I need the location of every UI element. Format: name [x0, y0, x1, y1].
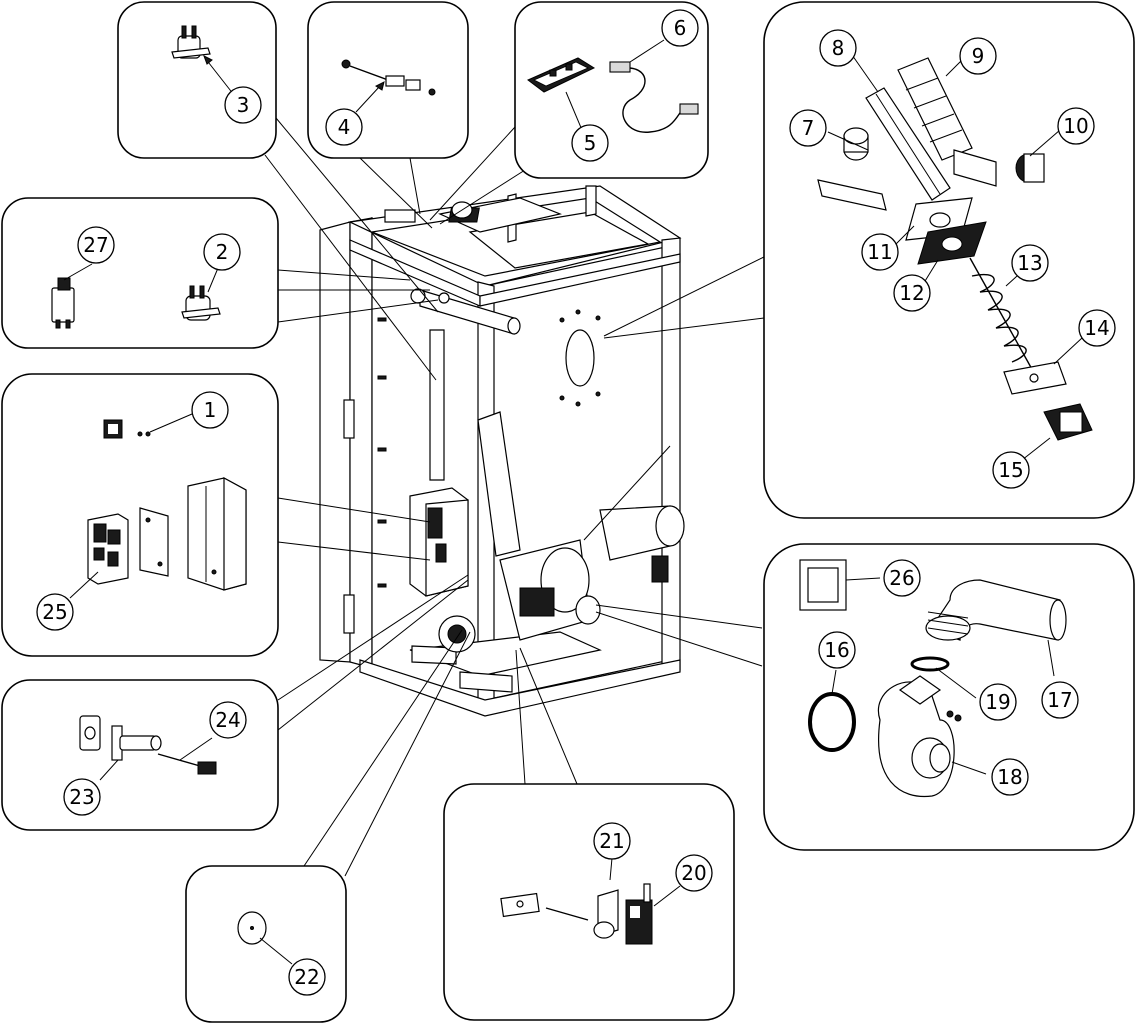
- cover-box-icon: [187, 476, 247, 591]
- svg-text:25: 25: [42, 600, 67, 624]
- svg-text:14: 14: [1084, 316, 1109, 340]
- svg-text:7: 7: [802, 116, 815, 140]
- callout-27: 27: [77, 226, 115, 264]
- svg-text:15: 15: [998, 458, 1023, 482]
- callout-6: 6: [661, 9, 699, 47]
- svg-text:2: 2: [216, 240, 229, 264]
- circuit-board-icon: [87, 513, 129, 585]
- control-display-icon: [527, 57, 596, 93]
- blower-icon: [877, 675, 962, 798]
- svg-text:20: 20: [681, 861, 706, 885]
- svg-text:3: 3: [237, 93, 250, 117]
- callout-15: 15: [992, 451, 1030, 489]
- svg-text:22: 22: [294, 965, 319, 989]
- sensor-probe-icon: [341, 59, 436, 96]
- gasket-icon: [79, 715, 101, 751]
- callout-16: 16: [818, 631, 856, 669]
- callout-11: 11: [861, 233, 899, 271]
- callout-2: 2: [203, 233, 241, 271]
- callout-23: 23: [63, 778, 101, 816]
- svg-text:6: 6: [674, 16, 687, 40]
- svg-text:27: 27: [83, 233, 108, 257]
- callout-14: 14: [1078, 309, 1116, 347]
- bracket-left-icon: [817, 149, 997, 211]
- igniter-tube-icon: [111, 725, 162, 761]
- callout-8: 8: [819, 29, 857, 67]
- gear-motor-icon: [1043, 403, 1093, 441]
- callout-9: 9: [959, 37, 997, 75]
- auger-screw-icon: [969, 257, 1039, 381]
- detail-panel-7-15: [763, 1, 1135, 519]
- svg-text:4: 4: [338, 115, 351, 139]
- svg-text:9: 9: [972, 44, 985, 68]
- bracket-icon: [593, 889, 619, 939]
- svg-text:11: 11: [867, 240, 892, 264]
- svg-text:26: 26: [889, 566, 914, 590]
- bushing-icon: [843, 127, 869, 161]
- svg-text:10: 10: [1063, 114, 1088, 138]
- leader-lines: [264, 117, 765, 877]
- callout-24: 24: [209, 701, 247, 739]
- mount-plate-14-icon: [1003, 361, 1067, 395]
- svg-text:16: 16: [824, 638, 849, 662]
- detail-panel-21-20: [443, 783, 735, 1021]
- detail-panel-1-25: [1, 373, 279, 657]
- svg-text:13: 13: [1017, 251, 1042, 275]
- limit-switch-icon: [181, 285, 221, 321]
- svg-text:24: 24: [215, 708, 240, 732]
- gasket-19-icon: [910, 656, 950, 672]
- svg-text:19: 19: [985, 690, 1010, 714]
- svg-text:5: 5: [584, 131, 597, 155]
- detail-panel-3: [117, 1, 277, 159]
- motor-icon: [1015, 153, 1045, 183]
- square-gasket-icon: [799, 559, 847, 611]
- high-limit-switch-icon: [171, 25, 211, 59]
- svg-text:8: 8: [832, 36, 845, 60]
- pressure-switch-icon: [625, 883, 653, 945]
- callout-4: 4: [325, 108, 363, 146]
- callout-17: 17: [1041, 681, 1079, 719]
- svg-text:1: 1: [204, 398, 217, 422]
- rocker-switch-icon: [103, 419, 151, 439]
- callout-18: 18: [991, 758, 1029, 796]
- callout-12: 12: [893, 274, 931, 312]
- callout-10: 10: [1057, 107, 1095, 145]
- svg-text:18: 18: [997, 765, 1022, 789]
- mounting-plate-icon: [139, 507, 169, 577]
- svg-text:12: 12: [899, 281, 924, 305]
- callout-21: 21: [593, 822, 631, 860]
- callouts: 1 2 3 4 5 6 7 8 9 10 11 12 13 14 15 16 1…: [36, 9, 1116, 996]
- callout-13: 13: [1011, 244, 1049, 282]
- callout-5: 5: [571, 124, 609, 162]
- cabinet-frame: [319, 185, 685, 717]
- detail-panel-27-2: [1, 197, 279, 349]
- detail-panel-5-6: [514, 1, 709, 179]
- detail-panel-16-19-26: [763, 543, 1135, 851]
- callout-20: 20: [675, 854, 713, 892]
- callout-22: 22: [288, 958, 326, 996]
- svg-text:23: 23: [69, 785, 94, 809]
- wire-harness-icon: [609, 61, 699, 133]
- cover-plate-icon: [897, 57, 973, 161]
- callout-3: 3: [224, 86, 262, 124]
- elbow-pipe-icon: [925, 579, 1067, 641]
- svg-text:21: 21: [599, 829, 624, 853]
- plate-gasket-icon: [500, 892, 540, 918]
- igniter-icon: [157, 753, 217, 775]
- relay-icon: [51, 277, 75, 329]
- callout-26: 26: [883, 559, 921, 597]
- callout-19: 19: [979, 683, 1017, 721]
- callout-7: 7: [789, 109, 827, 147]
- detail-panel-22: [185, 865, 347, 1023]
- callout-1: 1: [191, 391, 229, 429]
- gasket-12-icon: [917, 221, 987, 265]
- callout-25: 25: [36, 593, 74, 631]
- detail-panel-23-24: [1, 679, 279, 831]
- svg-text:17: 17: [1047, 688, 1072, 712]
- shaft-icon: [545, 907, 589, 921]
